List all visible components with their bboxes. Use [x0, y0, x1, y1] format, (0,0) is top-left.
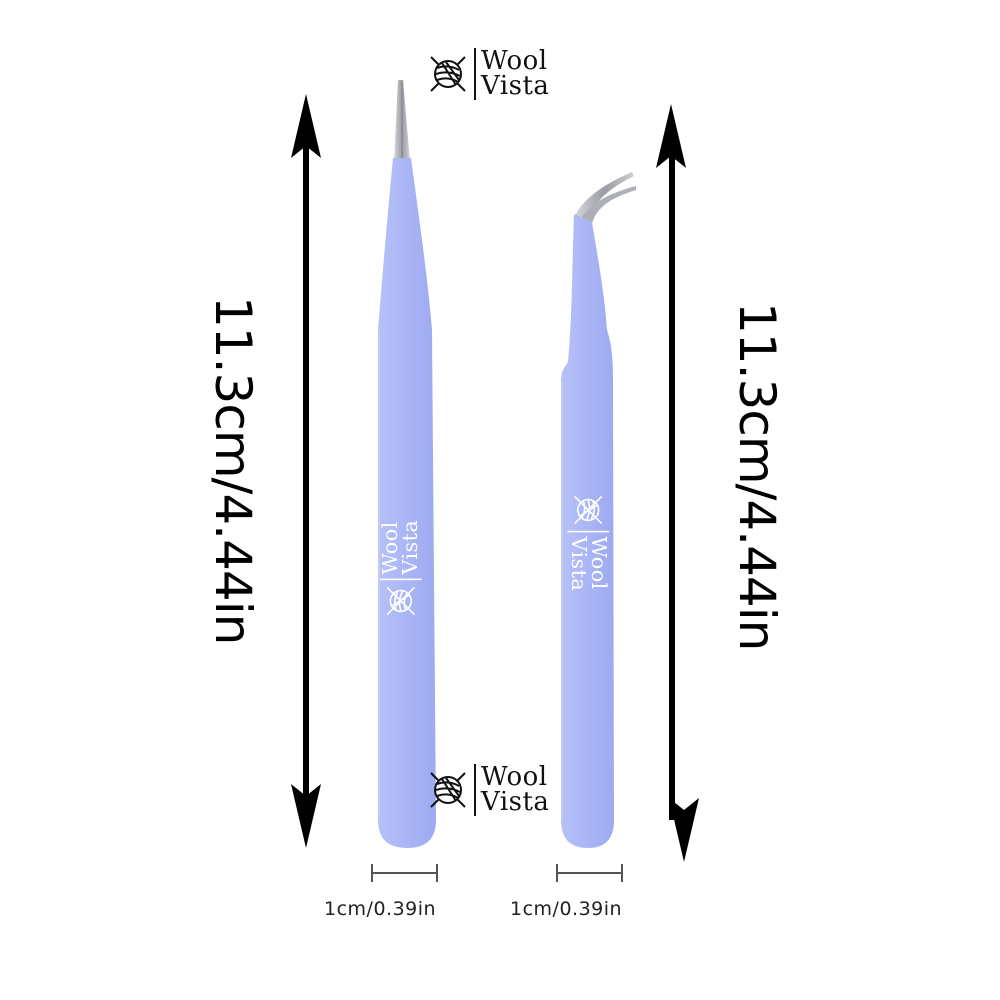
straight-tweezer [378, 80, 436, 848]
logo-divider [380, 578, 422, 581]
brand-name-line2: Vista [398, 519, 423, 575]
logo-divider [474, 48, 476, 100]
logo-divider [474, 764, 476, 816]
left-scale-bar [371, 864, 438, 882]
left-length-arrow [291, 94, 321, 848]
brand-logo-right-tweezer: Wool Vista [566, 494, 611, 592]
brand-name-line1: Wool [481, 762, 548, 792]
brand-name: Wool Vista [481, 46, 550, 101]
brand-logo-bottom: Wool Vista [428, 764, 549, 816]
yarn-ball-icon [386, 586, 415, 616]
brand-name-line2: Vista [481, 787, 550, 817]
brand-name-line1: Wool [481, 46, 548, 76]
left-length-label: 11.3cm/4.44in [204, 296, 262, 645]
brand-name-line2: Vista [481, 71, 550, 101]
yarn-ball-icon [574, 495, 603, 525]
right-scale-bar [556, 864, 623, 882]
right-width-label: 1cm/0.39in [510, 898, 623, 920]
brand-name: Wool Vista [566, 536, 611, 592]
brand-logo-left-tweezer: Wool Vista [378, 519, 423, 617]
logo-divider [567, 530, 609, 533]
brand-name: Wool Vista [378, 519, 423, 575]
left-width-label: 1cm/0.39in [324, 898, 437, 920]
brand-logo-top: Wool Vista [428, 48, 549, 100]
brand-name-line1: Wool [586, 536, 611, 590]
right-length-label: 11.3cm/4.44in [728, 302, 786, 651]
right-length-arrow [656, 104, 699, 862]
brand-name-line2: Vista [566, 536, 591, 592]
yarn-ball-icon [430, 56, 466, 92]
brand-name: Wool Vista [481, 762, 550, 817]
yarn-ball-icon [430, 772, 466, 808]
